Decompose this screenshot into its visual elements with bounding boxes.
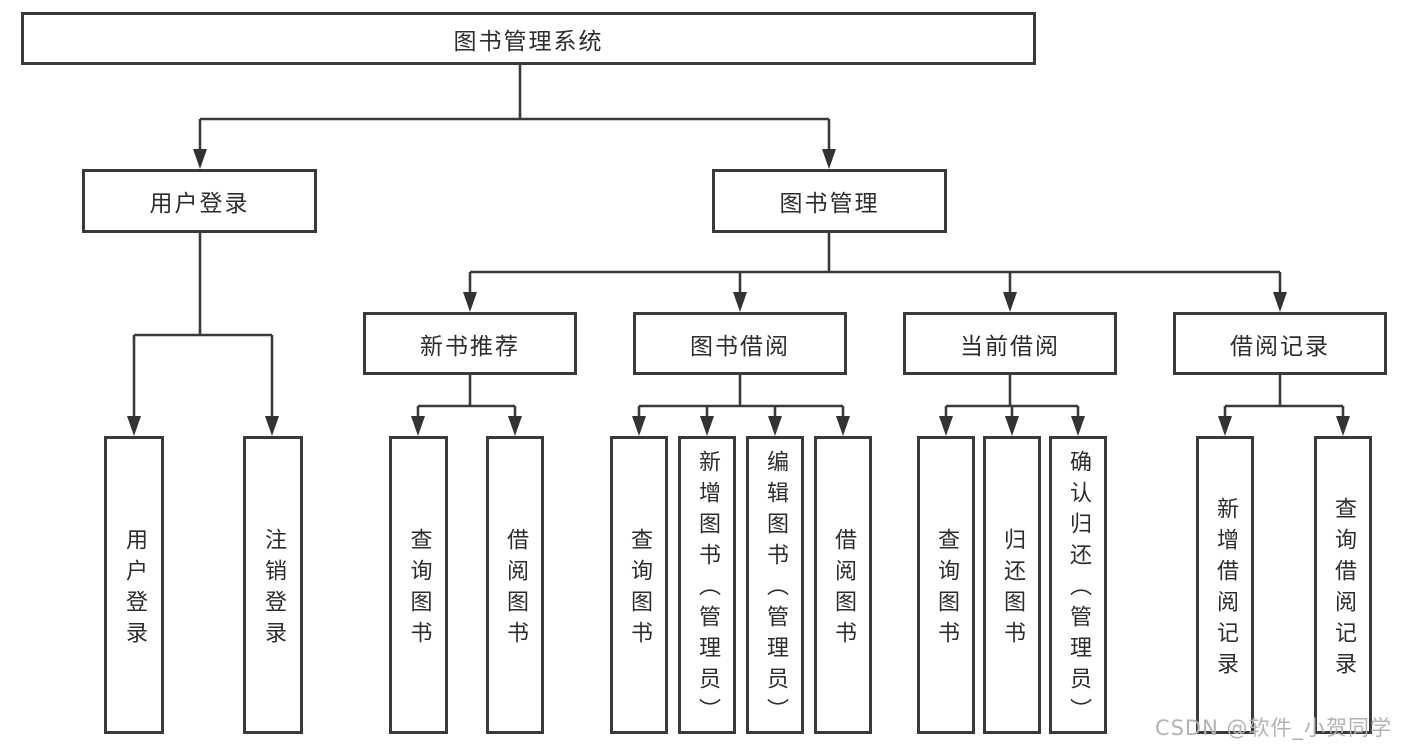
node-leaf-query-books-3-label: 查询图书 (934, 527, 959, 652)
arrowhead (1071, 416, 1085, 436)
wire-new-book-recommend-to-leaves (416, 375, 517, 418)
node-user-login-label: 用户登录 (149, 191, 250, 217)
arrowhead (127, 416, 141, 436)
node-current-borrow: 当前借阅 (903, 312, 1117, 375)
arrowhead (1273, 292, 1287, 312)
arrowhead (508, 416, 522, 436)
connector-rails (132, 65, 1345, 418)
arrowhead (1336, 416, 1350, 436)
arrowhead (836, 416, 850, 436)
node-leaf-return-books-label: 归还图书 (1000, 527, 1025, 652)
arrowhead (1003, 292, 1017, 312)
wire-borrow-records-to-leaves (1223, 375, 1345, 418)
node-leaf-add-books-admin: 新增图书（管理员） (678, 436, 736, 734)
node-book-management-label: 图书管理 (779, 191, 880, 217)
node-leaf-borrow-books-2-label: 借阅图书 (831, 527, 856, 652)
node-book-borrow-label: 图书借阅 (690, 333, 790, 360)
node-leaf-add-borrow-record: 新增借阅记录 (1196, 436, 1254, 734)
arrowhead (1218, 416, 1232, 436)
node-leaf-edit-books-admin-label: 编辑图书（管理员） (763, 450, 788, 729)
arrowhead (939, 416, 953, 436)
wire-root-to-level2 (198, 65, 831, 151)
arrowhead (768, 416, 782, 436)
node-leaf-query-books-2: 查询图书 (610, 436, 668, 734)
node-leaf-query-borrow-record-label: 查询借阅记录 (1331, 496, 1356, 683)
node-leaf-logout: 注销登录 (243, 436, 303, 734)
node-new-book-recommend-label: 新书推荐 (420, 333, 520, 360)
node-current-borrow-label: 当前借阅 (960, 333, 1060, 360)
node-leaf-logout-label: 注销登录 (261, 527, 286, 652)
node-leaf-borrow-books-1-label: 借阅图书 (503, 527, 528, 652)
node-root-system-label: 图书管理系统 (453, 28, 604, 55)
node-leaf-user-login: 用户登录 (104, 436, 164, 734)
node-user-login: 用户登录 (82, 169, 317, 233)
arrowhead (411, 416, 425, 436)
node-book-management: 图书管理 (712, 169, 947, 233)
node-root-system: 图书管理系统 (21, 12, 1036, 65)
arrowhead (700, 416, 714, 436)
arrowhead (463, 292, 477, 312)
node-leaf-query-borrow-record: 查询借阅记录 (1314, 436, 1372, 734)
arrowhead (265, 416, 279, 436)
node-leaf-borrow-books-2: 借阅图书 (814, 436, 872, 734)
arrowhead (193, 149, 207, 169)
arrowhead (822, 149, 836, 169)
node-borrow-records: 借阅记录 (1173, 312, 1387, 375)
node-leaf-confirm-return-admin: 确认归还（管理员） (1049, 436, 1107, 734)
node-leaf-edit-books-admin: 编辑图书（管理员） (746, 436, 804, 734)
node-borrow-records-label: 借阅记录 (1230, 333, 1330, 360)
arrowheads (127, 149, 1350, 436)
node-leaf-user-login-label: 用户登录 (122, 527, 147, 652)
node-leaf-confirm-return-admin-label: 确认归还（管理员） (1066, 450, 1091, 729)
arrowhead (733, 292, 747, 312)
wire-user-login-to-leaves (132, 233, 274, 418)
node-leaf-add-books-admin-label: 新增图书（管理员） (695, 450, 720, 729)
node-new-book-recommend: 新书推荐 (363, 312, 577, 375)
arrowhead (632, 416, 646, 436)
arrowhead (1005, 416, 1019, 436)
wire-book-management-to-level3 (468, 233, 1282, 294)
wire-current-borrow-to-leaves (944, 375, 1080, 418)
wire-book-borrow-to-leaves (637, 375, 845, 418)
node-book-borrow: 图书借阅 (633, 312, 847, 375)
node-leaf-borrow-books-1: 借阅图书 (486, 436, 544, 734)
node-leaf-add-borrow-record-label: 新增借阅记录 (1213, 496, 1238, 683)
node-leaf-query-books-1: 查询图书 (389, 436, 448, 734)
node-leaf-query-books-2-label: 查询图书 (627, 527, 652, 652)
node-leaf-query-books-1-label: 查询图书 (406, 527, 432, 652)
node-leaf-query-books-3: 查询图书 (917, 436, 975, 734)
node-leaf-return-books: 归还图书 (983, 436, 1041, 734)
csdn-watermark: CSDN @软件_小贺同学 (1154, 716, 1392, 740)
